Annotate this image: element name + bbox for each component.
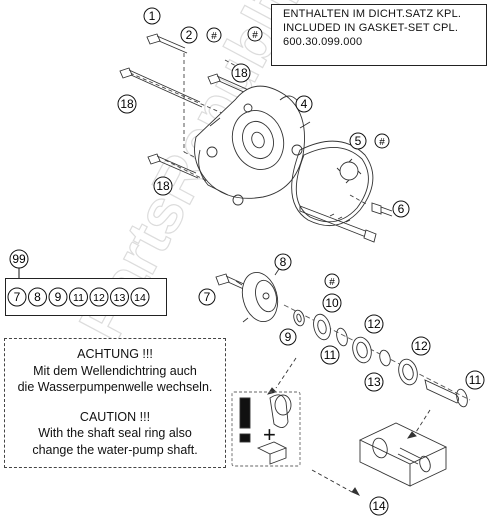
callout-8: 8 [274, 253, 292, 271]
set-item-label: 9 [55, 290, 62, 304]
svg-text:18: 18 [120, 97, 134, 111]
seal-ring-part-10 [313, 313, 331, 341]
svg-text:#: # [329, 277, 335, 288]
circlip-part-11-b [456, 388, 468, 408]
hash-5: # [374, 133, 390, 149]
svg-text:#: # [379, 137, 385, 148]
hash-10: # [324, 273, 340, 289]
callout-99: 99 [9, 249, 29, 278]
callout-1: 1 [143, 7, 161, 25]
set-item-label: 7 [14, 290, 21, 304]
washer-part-9 [293, 309, 305, 327]
callout-11-a: 11 [320, 345, 340, 365]
callouts: 1 2 # # 18 18 4 5 [9, 7, 485, 516]
callout-6: 6 [392, 200, 410, 218]
pump-cover-part-4 [194, 85, 311, 206]
seal-shaft-detail: + [239, 394, 292, 465]
callout-4: 4 [295, 95, 313, 113]
callout-2: 2 [180, 26, 198, 44]
spacer-part-13 [379, 349, 391, 367]
warning-note: ACHTUNG !!! Mit dem Wellendichtring auch… [4, 338, 226, 468]
impeller-part-8 [235, 268, 280, 323]
warning-de-title: ACHTUNG !!! [77, 347, 153, 361]
callout-11-b: 11 [465, 370, 485, 390]
gasket-part-5 [291, 140, 374, 227]
bolt-part-18-a [119, 67, 203, 108]
set-item-callout: 8 [28, 287, 47, 307]
callout-18-c: 18 [153, 176, 173, 196]
bolt-part-6 [299, 205, 377, 243]
svg-text:10: 10 [325, 296, 339, 310]
svg-text:1: 1 [149, 9, 156, 23]
set-item-label: 11 [73, 292, 84, 304]
svg-text:#: # [211, 31, 217, 42]
svg-text:14: 14 [372, 499, 386, 513]
warning-de-line-1: Mit dem Wellendichtring auch [33, 363, 197, 378]
svg-text:2: 2 [186, 28, 193, 42]
set-item-callout: 12 [89, 287, 109, 307]
bearing-part-12-a [352, 336, 372, 364]
callout-18-b: 18 [117, 94, 137, 114]
callout-5: 5 [349, 132, 367, 150]
callout-18-a: 18 [231, 63, 251, 83]
svg-text:#: # [252, 30, 258, 41]
svg-text:11: 11 [324, 348, 337, 362]
set-item-label: 13 [114, 292, 126, 304]
pump-shaft [424, 379, 460, 404]
svg-text:8: 8 [280, 255, 287, 269]
set-item-callout: 14 [130, 287, 150, 307]
hash-2: # [206, 27, 222, 43]
svg-text:12: 12 [367, 317, 381, 331]
set-item-callout: 9 [48, 287, 68, 307]
warning-en-line-1: With the shaft seal ring also [38, 426, 192, 440]
callout-12-b: 12 [411, 336, 431, 356]
set-item-label: 8 [34, 290, 41, 304]
set-item-callout: 13 [110, 287, 129, 307]
hash-note: # [247, 26, 263, 42]
svg-text:18: 18 [156, 179, 170, 193]
svg-text:99: 99 [12, 252, 26, 266]
set-item-callout: 7 [7, 287, 27, 307]
callout-9: 9 [279, 328, 297, 346]
svg-text:13: 13 [367, 375, 381, 389]
kit-part-14 [358, 422, 448, 487]
gasket-note-line-1: ENTHALTEN IM DICHT.SATZ KPL. [283, 8, 462, 20]
set-item-label: 14 [134, 292, 146, 304]
svg-text:5: 5 [355, 134, 362, 148]
svg-text:4: 4 [301, 97, 308, 111]
gasket-note-line-2: INCLUDED IN GASKET-SET CPL. [283, 22, 459, 34]
bolt-part-1 [146, 33, 188, 54]
callout-13: 13 [364, 372, 384, 392]
callout-12-a: 12 [364, 314, 384, 334]
impeller-shaft-assembly: + [215, 268, 471, 496]
warning-de-line-2: die Wasserpumpenwelle wechseln. [17, 380, 213, 394]
svg-text:11: 11 [469, 373, 482, 387]
callout-10: 10 [322, 293, 342, 313]
bolt-part-18-c [147, 153, 199, 179]
warning-en-line-2: change the water-pump shaft. [32, 442, 198, 457]
callout-14: 14 [369, 496, 389, 516]
set-item-callout: 11 [69, 287, 88, 307]
circlip-part-11-a [336, 327, 348, 347]
warning-en-title: CAUTION !!! [79, 409, 151, 424]
callout-7: 7 [198, 288, 216, 306]
svg-text:18: 18 [234, 66, 248, 80]
svg-text:12: 12 [414, 339, 428, 353]
gasket-set-note: ENTHALTEN IM DICHT.SATZ KPL. INCLUDED IN… [271, 4, 487, 66]
svg-text:9: 9 [285, 330, 292, 344]
svg-text:7: 7 [204, 290, 211, 304]
set-item-label: 12 [93, 292, 105, 304]
pump-cover-assembly [119, 33, 393, 243]
arrow-lines [231, 357, 431, 496]
bearing-part-12-b [398, 358, 418, 386]
screw-small [371, 202, 393, 217]
svg-text:6: 6 [398, 202, 405, 216]
gasket-note-line-3: 600.30.099.000 [283, 36, 363, 48]
svg-text:+: + [263, 422, 276, 447]
